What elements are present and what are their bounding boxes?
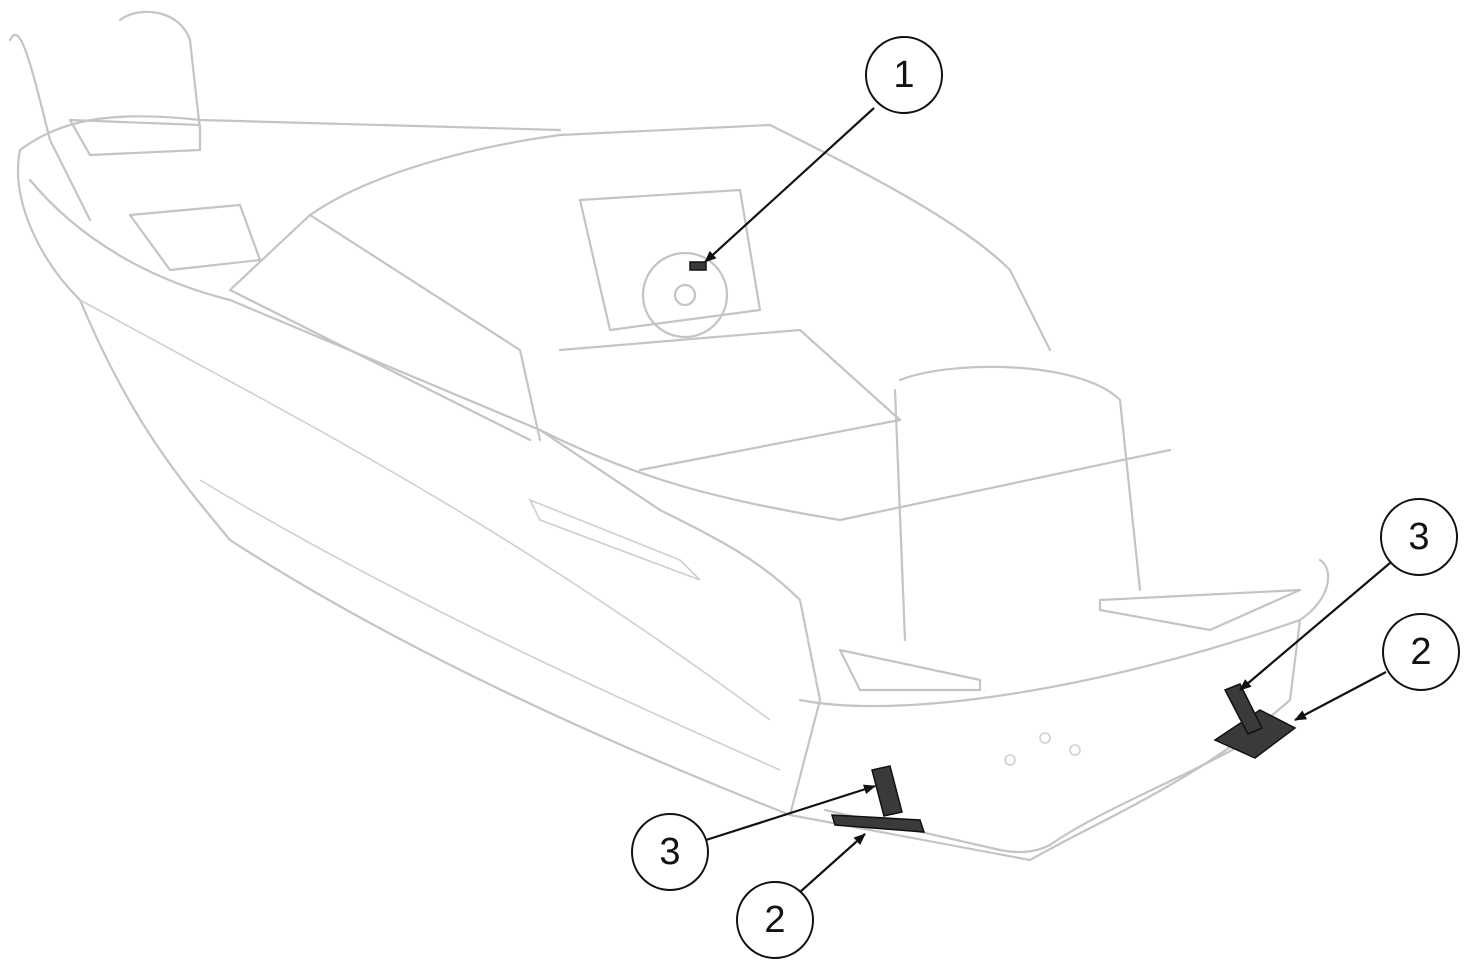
- callout-1: 1: [704, 36, 943, 263]
- svg-text:3: 3: [659, 831, 680, 873]
- starboard-trim-tab: [1213, 683, 1297, 759]
- svg-text:2: 2: [1410, 631, 1431, 673]
- svg-text:2: 2: [764, 899, 785, 941]
- boat-cockpit: [8, 10, 1302, 766]
- svg-text:3: 3: [1408, 516, 1429, 558]
- port-trim-tab: [830, 765, 926, 833]
- callout-3-starboard: 3: [1239, 498, 1458, 691]
- boat-hull: [16, 115, 1330, 862]
- svg-text:1: 1: [893, 54, 914, 96]
- callout-3-port: 3: [631, 784, 876, 891]
- callout-2-port: 2: [736, 833, 866, 959]
- helm-trim-switch: [689, 261, 707, 271]
- callout-2-starboard: 2: [1294, 613, 1460, 721]
